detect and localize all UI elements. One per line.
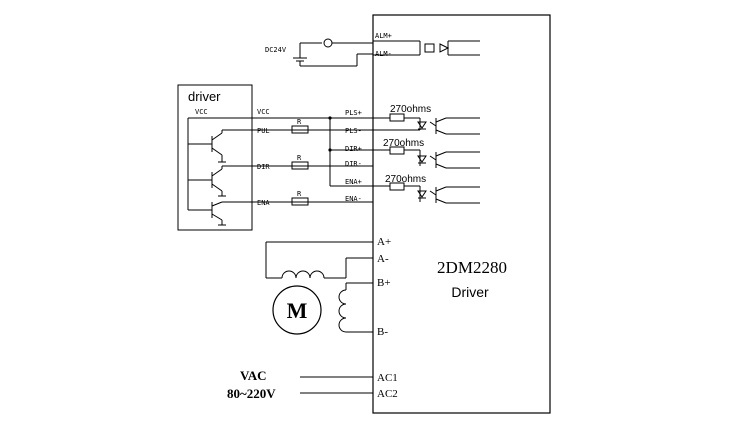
- motor-icon: [272, 285, 322, 335]
- external-driver-box: [177, 84, 253, 231]
- pls-res-label: 270ohms: [390, 104, 431, 115]
- alarm-optocoupler-icon: [424, 43, 435, 53]
- dir-resistor: [291, 161, 309, 170]
- winding-b-coil-icon: [338, 289, 347, 333]
- alm-pos-label: ALM+: [375, 32, 392, 40]
- alarm-lamp-icon: [323, 38, 333, 48]
- ena-neg-label: ENA-: [345, 195, 362, 203]
- alarm-circuit: DC24V ALM+ ALM-: [265, 32, 480, 67]
- dir-pos-label: DIR+: [345, 145, 362, 153]
- alm-neg-label: ALM-: [375, 50, 392, 58]
- module-model: 2DM2280: [437, 258, 507, 277]
- power-section: VAC 80~220V AC1 AC2: [227, 368, 398, 401]
- a-neg-label: A-: [377, 253, 389, 265]
- dir-res-label: 270ohms: [383, 138, 424, 149]
- ena-pos-label: ENA+: [345, 178, 362, 186]
- pls-neg-label: PLS-: [345, 127, 362, 135]
- vcc-label: VCC: [257, 108, 270, 116]
- b-neg-label: B-: [377, 326, 388, 338]
- a-pos-label: A+: [377, 236, 391, 248]
- vcc-bus: [328, 116, 373, 187]
- pul-transistor-icon: [188, 129, 373, 163]
- motor-symbol: M: [287, 298, 308, 323]
- alarm-supply-label: DC24V: [265, 46, 287, 54]
- external-driver-title: driver: [188, 89, 221, 104]
- b-pos-label: B+: [377, 277, 391, 289]
- input-section: PLS+ PLS- DIR+ DIR- ENA+ ENA- 270ohms 27…: [345, 104, 480, 204]
- ena-transistor-icon: [188, 201, 373, 226]
- power-type-label: VAC: [240, 368, 267, 383]
- dir-resistor-label: R: [297, 154, 302, 162]
- pls-opto-led-icon: [417, 121, 427, 129]
- dir-label: DIR: [257, 163, 270, 171]
- ena-res-label: 270ohms: [385, 174, 426, 185]
- dir-neg-label: DIR-: [345, 160, 362, 168]
- dir-transistor-icon: [188, 165, 373, 197]
- pul-label: PUL: [257, 127, 270, 135]
- power-range-label: 80~220V: [227, 386, 276, 401]
- external-driver: driver VCC: [177, 84, 373, 231]
- ena-resistor-label: R: [297, 190, 302, 198]
- module-name: Driver: [451, 284, 489, 300]
- ac1-label: AC1: [377, 372, 398, 384]
- pul-resistor: [291, 125, 309, 134]
- ac2-label: AC2: [377, 388, 398, 400]
- pul-resistor-label: R: [297, 118, 302, 126]
- ena-opto-led-icon: [417, 190, 427, 198]
- winding-a-coil-icon: [281, 270, 325, 279]
- dir-opto-led-icon: [417, 155, 427, 163]
- pls-pos-label: PLS+: [345, 109, 362, 117]
- motor-section: M A+ A- B+ B-: [265, 236, 391, 338]
- driver-module-box: [372, 14, 551, 414]
- ext-vcc-label: VCC: [195, 108, 208, 116]
- ena-resistor: [291, 197, 309, 206]
- ena-label: ENA: [257, 199, 270, 207]
